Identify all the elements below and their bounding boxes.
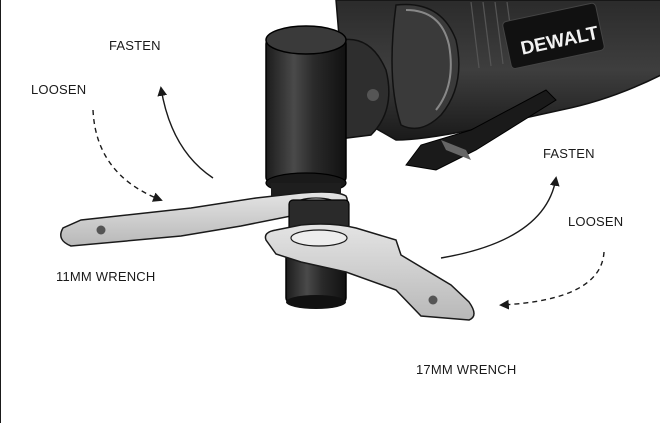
tool-body [330, 0, 660, 171]
label-fasten-left: FASTEN [109, 38, 161, 53]
label-17mm-wrench: 17MM WRENCH [416, 362, 517, 377]
label-fasten-right: FASTEN [543, 146, 595, 161]
label-loosen-right: LOOSEN [568, 214, 624, 229]
label-11mm-wrench: 11MM WRENCH [56, 269, 156, 284]
fasten-arrow-right [440, 176, 560, 259]
wrench-17mm [264, 223, 475, 321]
loosen-arrow-left [92, 109, 163, 202]
fasten-arrow-left [157, 86, 214, 179]
spindle-cap [265, 25, 347, 197]
label-loosen-left: LOOSEN [31, 82, 87, 97]
loosen-arrow-right [499, 251, 605, 310]
